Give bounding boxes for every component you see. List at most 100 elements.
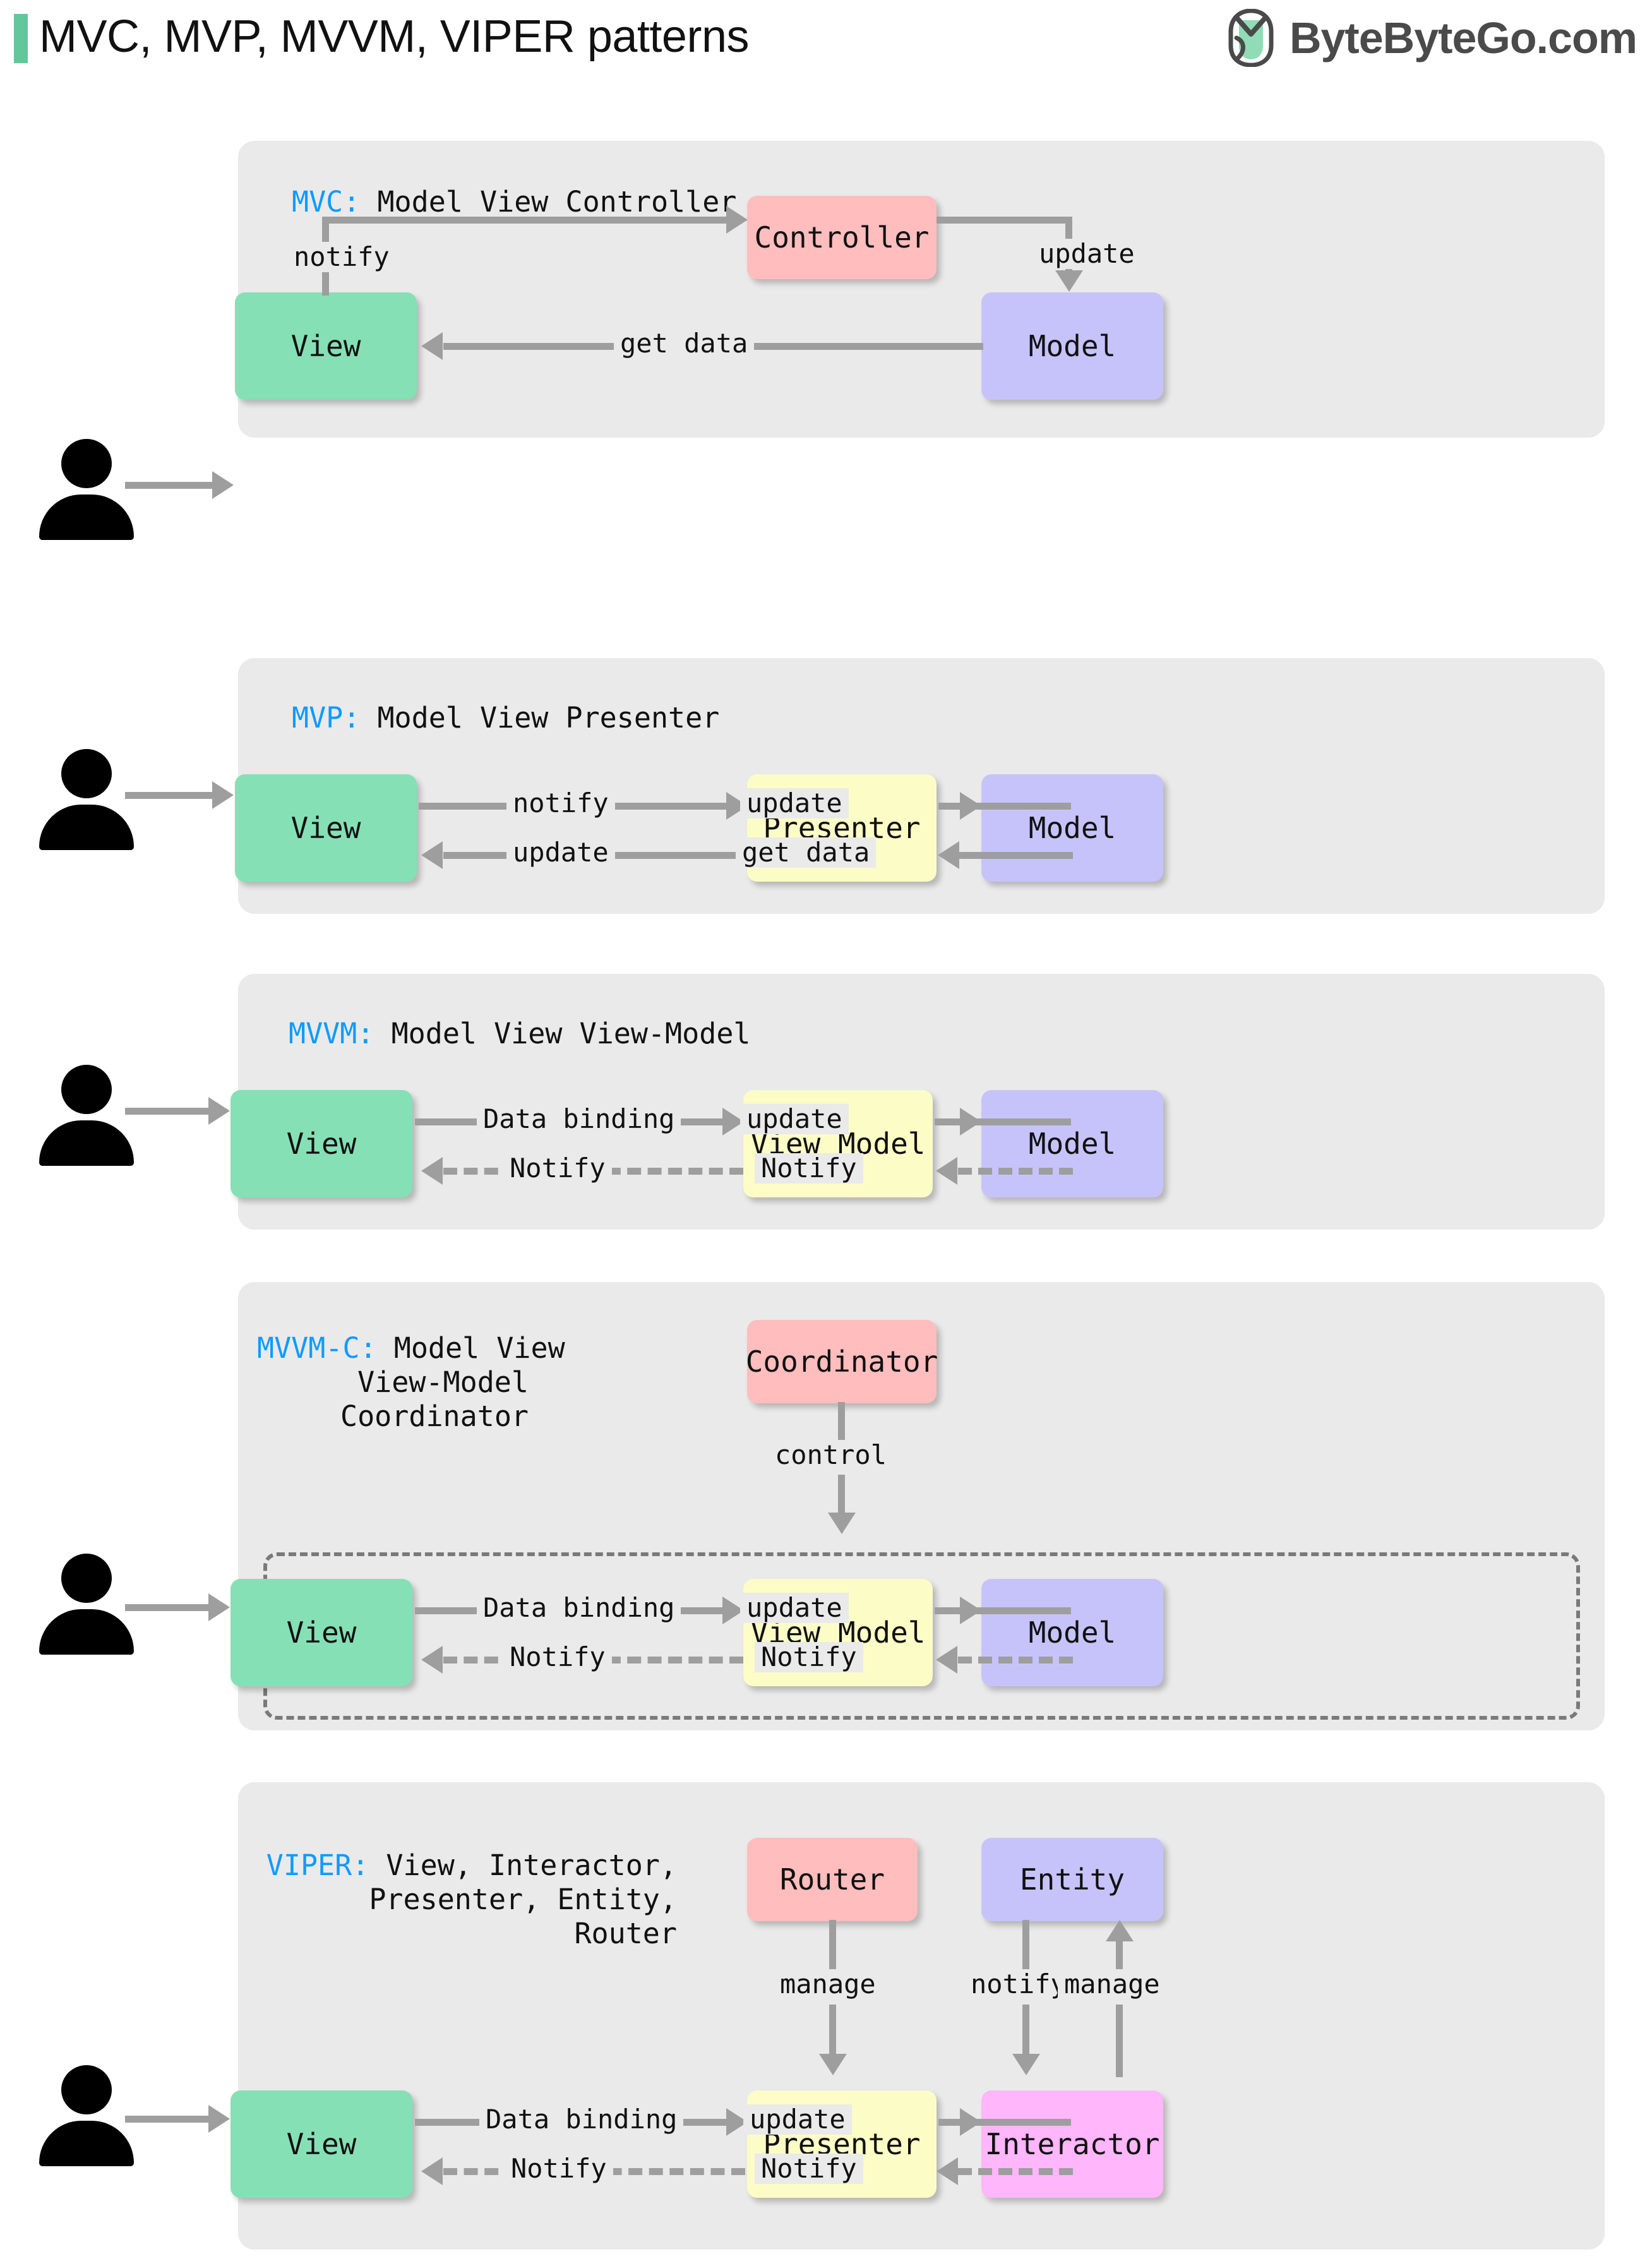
node-coordinator-label: Coordinator: [745, 1345, 938, 1379]
bytebytego-logo-icon: [1228, 9, 1274, 67]
avatar-body-icon: [39, 1120, 134, 1166]
node-entity[interactable]: Entity: [981, 1838, 1163, 1921]
node-router[interactable]: Router: [747, 1838, 918, 1921]
arrow-interactor-to-presenter: [937, 2157, 958, 2185]
edge-label-control: control: [769, 1440, 894, 1470]
arrow-viewmodel-to-view-mvvmc: [421, 1646, 443, 1674]
node-entity-label: Entity: [1019, 1862, 1125, 1897]
edge-model-to-viewmodel-dashed-mvvmc: [958, 1657, 1073, 1664]
section-mvc: MVC: Model View Controller Controller Vi…: [235, 141, 1605, 438]
node-view-mvvmc[interactable]: View: [230, 1579, 412, 1686]
section-mvc-title: Model View Controller: [377, 185, 737, 219]
edge-label-notify-left-viper: Notify: [505, 2154, 613, 2184]
brand-text: ByteByteGo.com: [1289, 13, 1637, 63]
avatar-head-icon: [61, 439, 112, 488]
avatar-head-icon: [61, 2065, 112, 2114]
edge-router-vertical-bottom: [829, 2005, 836, 2060]
node-coordinator[interactable]: Coordinator: [745, 1320, 938, 1403]
edge-label-get-data-mvp: get data: [736, 837, 877, 868]
section-mvc-label: MVC: Model View Controller: [292, 185, 736, 219]
edge-entity-notify-vertical-top: [1022, 1920, 1029, 1983]
edge-label-update-viper: update: [743, 2104, 852, 2135]
edge-label-notify-entity: notify: [964, 1969, 1073, 1999]
node-view-mvp[interactable]: View: [235, 774, 417, 882]
edge-label-manage-interactor: manage: [1058, 1969, 1166, 1999]
section-mvp-title: Model View Presenter: [377, 701, 720, 734]
title-accent-bar: [14, 14, 28, 63]
section-mvvm-label: MVVM: Model View View-Model: [289, 1017, 751, 1051]
edge-interactor-to-presenter-dashed: [958, 2168, 1073, 2175]
edge-label-update-back-mvp: update: [506, 837, 615, 868]
node-view-mvvm[interactable]: View: [230, 1090, 412, 1197]
arrow-into-controller: [726, 206, 748, 234]
section-mvp-key: MVP:: [292, 701, 361, 734]
node-view[interactable]: View: [235, 292, 417, 400]
arrow-router-to-presenter: [819, 2054, 847, 2075]
edge-label-notify-left-mvvm: Notify: [503, 1153, 612, 1184]
node-view-mvvm-label: View: [286, 1127, 357, 1161]
node-interactor[interactable]: Interactor: [981, 2090, 1163, 2198]
edge-label-notify-mvp: notify: [506, 788, 615, 818]
arrow-user-to-view-mvp: [212, 781, 234, 809]
edge-presenter-to-interactor: [938, 2119, 1071, 2126]
edge-viewmodel-to-model: [935, 1118, 1071, 1125]
edge-interactor-manage-vertical-top: [1116, 1940, 1123, 1986]
node-view-viper[interactable]: View: [230, 2090, 412, 2198]
arrow-into-view: [421, 332, 443, 360]
edge-model-to-viewmodel-dashed: [958, 1168, 1073, 1175]
node-model-mvvmc[interactable]: Model: [981, 1579, 1163, 1686]
avatar-head-icon: [61, 1554, 112, 1603]
section-viper-line3: Router: [574, 1917, 677, 1950]
edge-user-to-view-mvvm: [125, 1108, 208, 1115]
node-router-label: Router: [779, 1862, 885, 1897]
node-controller[interactable]: Controller: [747, 196, 937, 279]
avatar-body-icon: [39, 1609, 134, 1655]
edge-coordinator-vertical-top: [838, 1402, 845, 1454]
section-mvp: MVP: Model View Presenter View Presenter…: [235, 658, 1605, 914]
edge-user-to-view-mvvmc: [125, 1604, 208, 1611]
section-mvvm-c-line3: Coordinator: [340, 1400, 529, 1433]
user-avatar-viper: [39, 2065, 134, 2166]
section-mvvm-key: MVVM:: [289, 1017, 374, 1050]
node-view-mvvmc-label: View: [286, 1616, 357, 1650]
edge-label-get-data: get data: [614, 328, 755, 359]
section-viper-key: VIPER:: [266, 1849, 369, 1882]
edge-label-update-mvvm: update: [740, 1104, 849, 1134]
node-model-mvvm[interactable]: Model: [981, 1090, 1163, 1197]
edge-label-notify: notify: [287, 242, 396, 272]
section-mvvm-title: Model View View-Model: [391, 1017, 751, 1050]
node-model-mvp[interactable]: Model: [981, 774, 1163, 882]
user-avatar-mvc: [39, 439, 134, 540]
arrow-interactor-to-entity: [1106, 1920, 1134, 1941]
avatar-body-icon: [39, 495, 134, 540]
node-view-viper-label: View: [286, 2127, 357, 2161]
edge-viewmodel-to-model-mvvmc: [935, 1607, 1071, 1614]
edge-entity-notify-vertical-bottom: [1022, 2005, 1029, 2060]
section-viper-line2: Presenter, Entity,: [369, 1883, 677, 1916]
page-title: MVC, MVP, MVVM, VIPER patterns: [39, 11, 750, 62]
node-interactor-label: Interactor: [985, 2127, 1160, 2161]
arrow-presenter-to-view-viper: [421, 2157, 443, 2185]
edge-label-notify-right-mvvm: Notify: [755, 1153, 863, 1184]
arrow-presenter-to-view: [421, 841, 443, 869]
node-view-label: View: [290, 329, 361, 363]
edge-controller-to-model-horizontal: [937, 217, 1072, 224]
node-model[interactable]: Model: [981, 292, 1163, 400]
edge-presenter-to-model: [938, 803, 1071, 810]
arrow-presenter-to-model: [960, 792, 981, 820]
section-viper-line1: View, Interactor,: [386, 1849, 677, 1882]
edge-label-update-mvp: update: [740, 788, 849, 818]
arrow-user-to-view-mvvm: [208, 1097, 230, 1125]
brand: ByteByteGo.com: [1224, 9, 1637, 67]
edge-label-manage-router: manage: [774, 1969, 882, 1999]
section-mvc-key: MVC:: [292, 185, 361, 219]
arrow-into-model: [1055, 270, 1083, 292]
section-mvp-label: MVP: Model View Presenter: [292, 701, 719, 735]
user-avatar-mvp: [39, 749, 134, 850]
edge-user-to-view-viper: [125, 2116, 208, 2123]
node-model-mvp-label: Model: [1028, 811, 1116, 845]
arrow-user-to-view-mvvmc: [208, 1593, 230, 1621]
